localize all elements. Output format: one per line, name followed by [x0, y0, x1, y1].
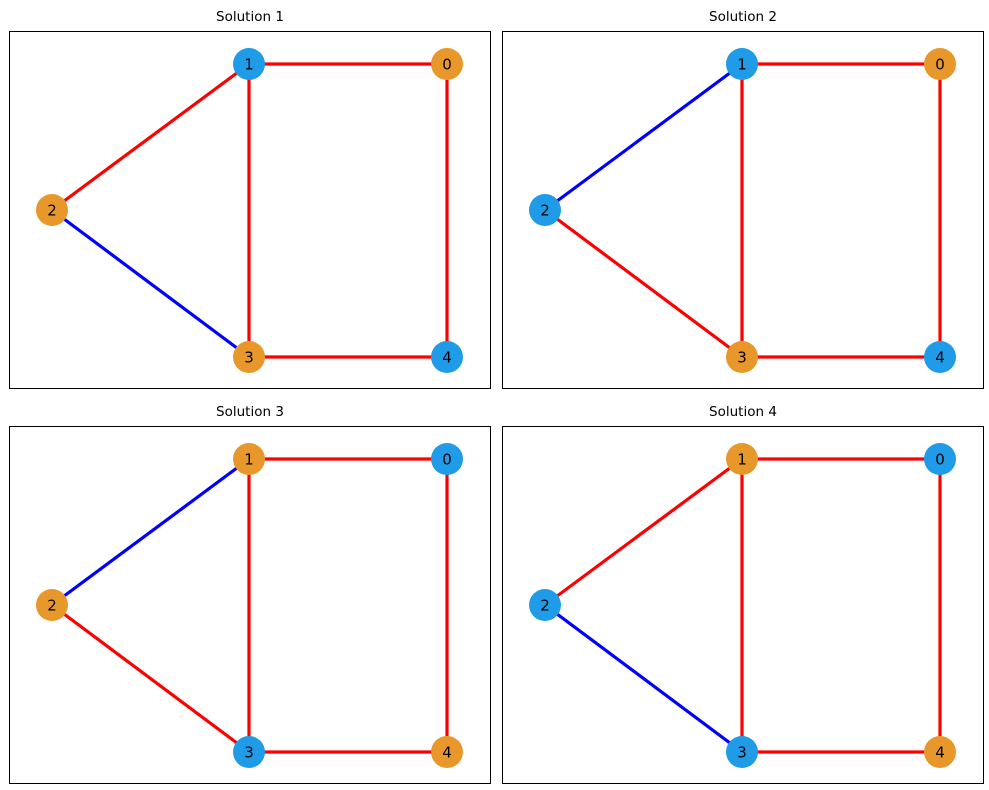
subplot-title: Solution 4	[709, 404, 777, 420]
graph-node-2[interactable]	[36, 589, 68, 621]
graph-node-0[interactable]	[431, 48, 463, 80]
subplot-title: Solution 3	[216, 404, 284, 420]
graph-node-2[interactable]	[529, 194, 561, 226]
graph-node-0[interactable]	[924, 443, 956, 475]
subplot-title: Solution 2	[709, 9, 777, 25]
edge-layer	[51, 457, 449, 754]
edge-layer	[51, 62, 449, 359]
graph-node-0[interactable]	[924, 48, 956, 80]
graph-node-4[interactable]	[431, 341, 463, 373]
graph-node-0[interactable]	[431, 443, 463, 475]
edge-layer	[544, 62, 942, 359]
graph-node-3[interactable]	[726, 341, 758, 373]
graph-node-2[interactable]	[36, 194, 68, 226]
graph-edge-2-1	[544, 62, 743, 212]
graph-edge-2-3	[544, 603, 743, 754]
graph-node-2[interactable]	[529, 589, 561, 621]
graph-edge-2-3	[51, 603, 250, 754]
graph-node-3[interactable]	[726, 736, 758, 768]
graph-node-4[interactable]	[924, 341, 956, 373]
graph-node-1[interactable]	[233, 443, 265, 475]
graph-edge-2-3	[544, 208, 743, 359]
graph-edge-2-1	[51, 62, 250, 212]
graph-edge-2-1	[51, 457, 250, 607]
graph-node-4[interactable]	[924, 736, 956, 768]
subplot-title: Solution 1	[216, 9, 284, 25]
graph-edge-2-3	[51, 208, 250, 359]
graph-edge-2-1	[544, 457, 743, 607]
graph-node-1[interactable]	[233, 48, 265, 80]
graph-node-1[interactable]	[726, 48, 758, 80]
graph-node-4[interactable]	[431, 736, 463, 768]
graph-node-3[interactable]	[233, 341, 265, 373]
edge-layer	[544, 457, 942, 754]
graph-node-1[interactable]	[726, 443, 758, 475]
graph-node-3[interactable]	[233, 736, 265, 768]
